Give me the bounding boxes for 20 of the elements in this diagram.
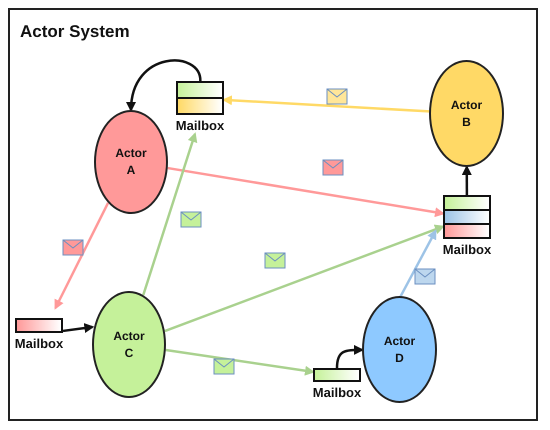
mailbox-label: Mailbox xyxy=(14,336,64,351)
arrow xyxy=(462,165,472,195)
mailbox-label: Mailbox xyxy=(312,385,362,400)
actor-ellipse: Actor D xyxy=(362,296,437,403)
arrow xyxy=(62,323,94,333)
arrow xyxy=(142,132,198,296)
diagram-title: Actor System xyxy=(20,22,130,42)
arrow xyxy=(168,166,445,218)
arrow xyxy=(336,344,364,368)
actor-ellipse: Actor C xyxy=(92,291,166,398)
mailbox-label: Mailbox xyxy=(176,118,224,133)
actor-ellipse: Actor A xyxy=(94,110,168,214)
arrow xyxy=(222,95,430,113)
arrow xyxy=(400,229,437,297)
arrow xyxy=(126,59,202,112)
mailbox-label: Mailbox xyxy=(442,242,492,257)
actor-ellipse: Actor B xyxy=(429,60,504,167)
arrow xyxy=(166,348,315,376)
arrow xyxy=(54,202,110,310)
arrow xyxy=(164,224,445,332)
